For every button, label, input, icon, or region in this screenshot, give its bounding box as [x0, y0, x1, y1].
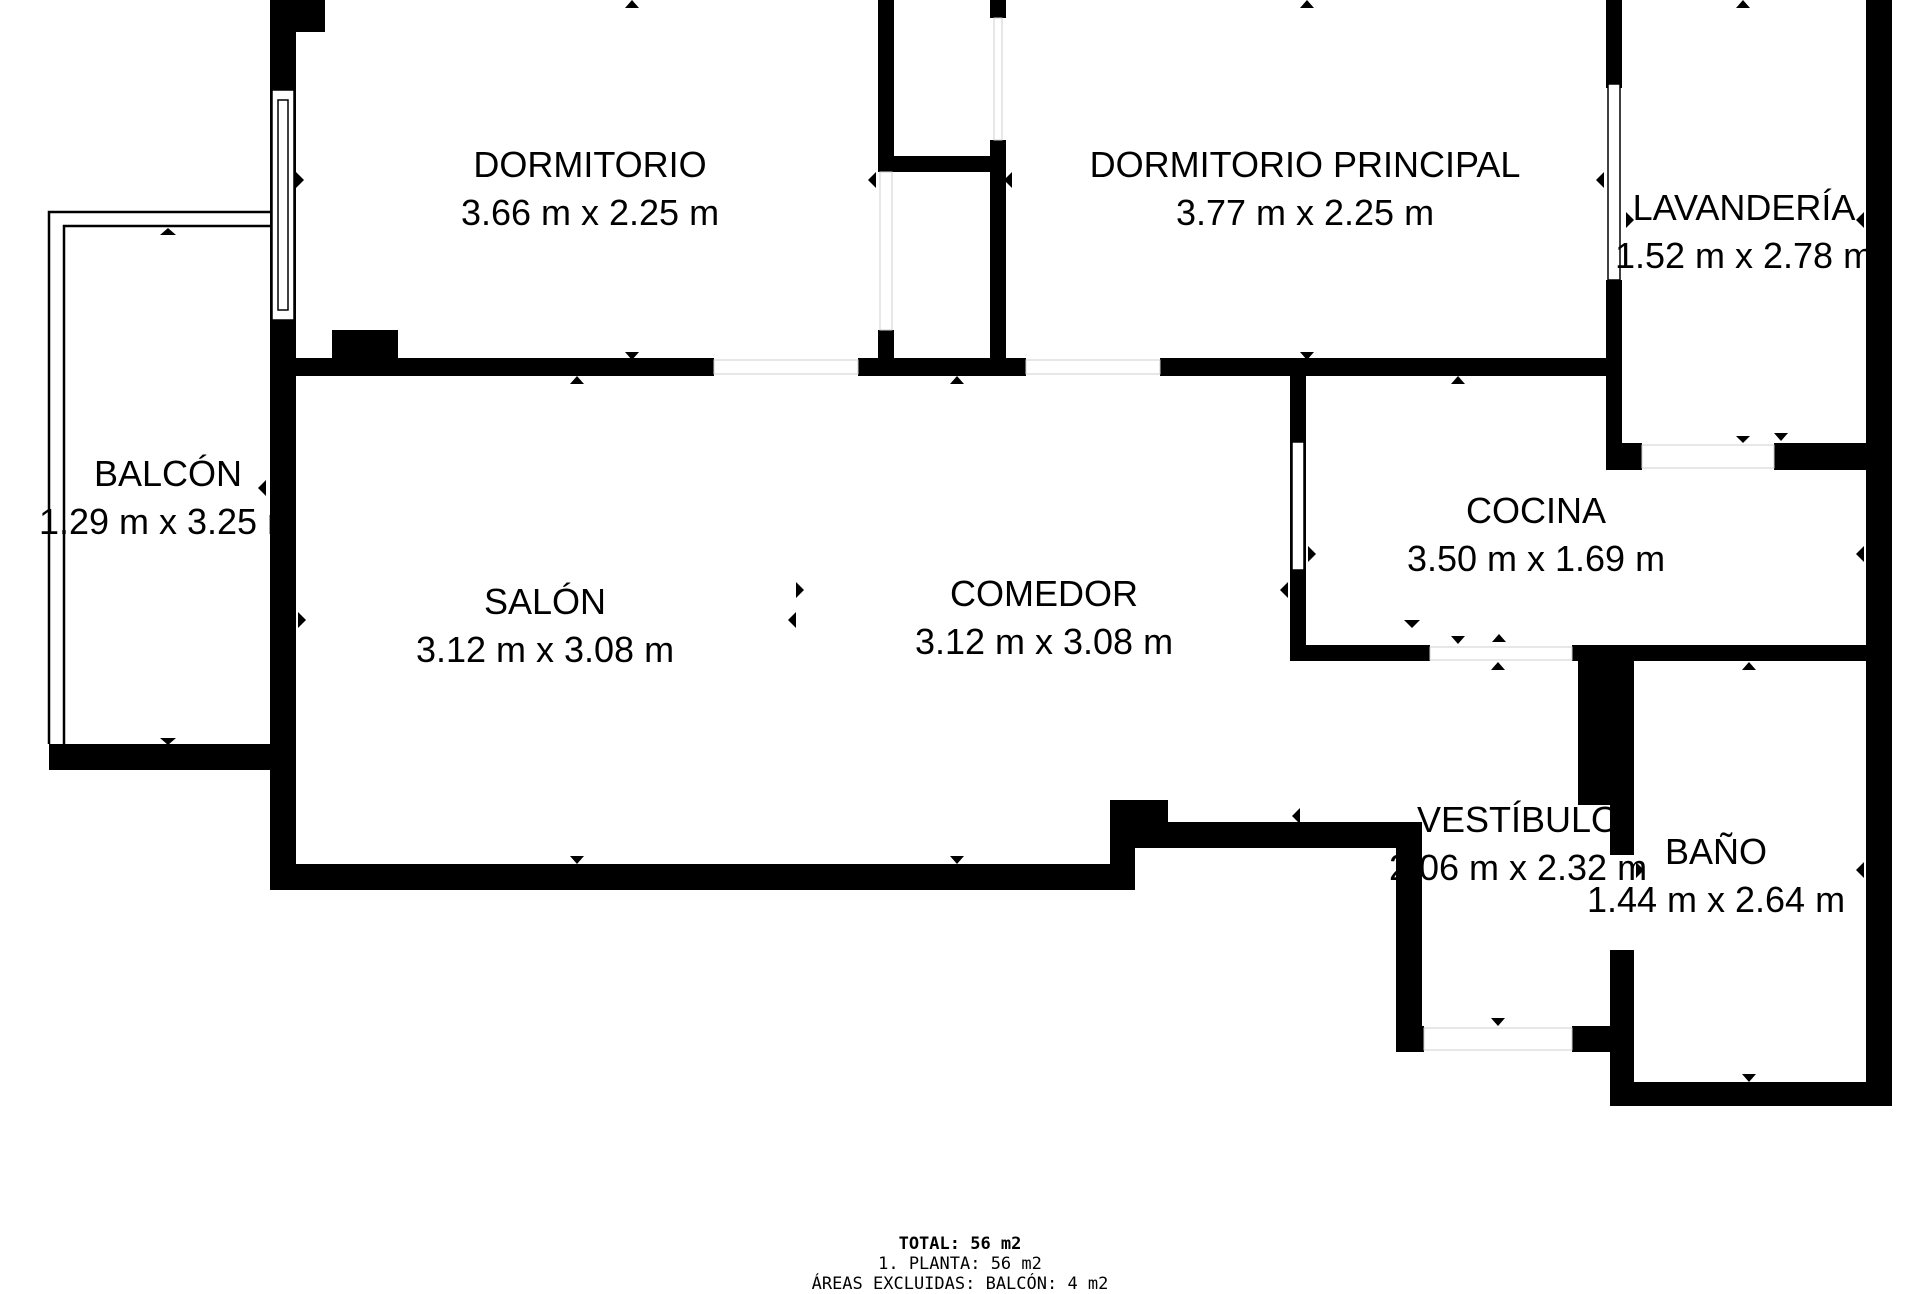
room-dimensions: 3.77 m x 2.25 m [1176, 192, 1434, 233]
area-summary: TOTAL: 56 m2 1. PLANTA: 56 m2 ÁREAS EXCL… [0, 1234, 1920, 1294]
room-dormitorio-principal: DORMITORIO PRINCIPAL 3.77 m x 2.25 m [1090, 144, 1521, 233]
room-lavanderia: LAVANDERÍA 1.52 m x 2.78 m [1615, 187, 1873, 276]
room-name: LAVANDERÍA [1633, 187, 1856, 228]
measure-markers [160, 0, 1864, 1082]
room-dimensions: 3.50 m x 1.69 m [1407, 538, 1665, 579]
room-dimensions: 1.52 m x 2.78 m [1615, 235, 1873, 276]
room-name: VESTÍBULO [1417, 799, 1619, 840]
walls [49, 0, 1892, 1106]
room-salon: SALÓN 3.12 m x 3.08 m [416, 581, 674, 670]
room-labels: DORMITORIO 3.66 m x 2.25 m DORMITORIO PR… [39, 144, 1873, 920]
room-name: SALÓN [484, 581, 606, 622]
room-balcon: BALCÓN 1.29 m x 3.25 m [39, 453, 297, 542]
room-dimensions: 1.44 m x 2.64 m [1587, 879, 1845, 920]
room-name: DORMITORIO [473, 144, 706, 185]
room-name: BALCÓN [94, 453, 242, 494]
balcony-railing [47, 210, 270, 744]
room-bano: BAÑO 1.44 m x 2.64 m [1587, 831, 1845, 920]
room-dimensions: 2.06 m x 2.32 m [1389, 847, 1647, 888]
room-name: DORMITORIO PRINCIPAL [1090, 144, 1521, 185]
room-name: BAÑO [1665, 831, 1767, 872]
room-dimensions: 1.29 m x 3.25 m [39, 501, 297, 542]
total-area: TOTAL: 56 m2 [898, 1234, 1022, 1254]
room-vestibulo: VESTÍBULO 2.06 m x 2.32 m [1389, 799, 1647, 888]
excluded-areas: ÁREAS EXCLUIDAS: BALCÓN: 4 m2 [811, 1274, 1109, 1294]
floor-area: 1. PLANTA: 56 m2 [878, 1254, 1042, 1274]
room-dimensions: 3.66 m x 2.25 m [461, 192, 719, 233]
openings [271, 17, 1775, 1051]
room-cocina: COCINA 3.50 m x 1.69 m [1407, 490, 1665, 579]
room-dormitorio: DORMITORIO 3.66 m x 2.25 m [461, 144, 719, 233]
room-dimensions: 3.12 m x 3.08 m [416, 629, 674, 670]
room-name: COCINA [1466, 490, 1606, 531]
room-dimensions: 3.12 m x 3.08 m [915, 621, 1173, 662]
room-name: COMEDOR [950, 573, 1138, 614]
room-comedor: COMEDOR 3.12 m x 3.08 m [915, 573, 1173, 662]
